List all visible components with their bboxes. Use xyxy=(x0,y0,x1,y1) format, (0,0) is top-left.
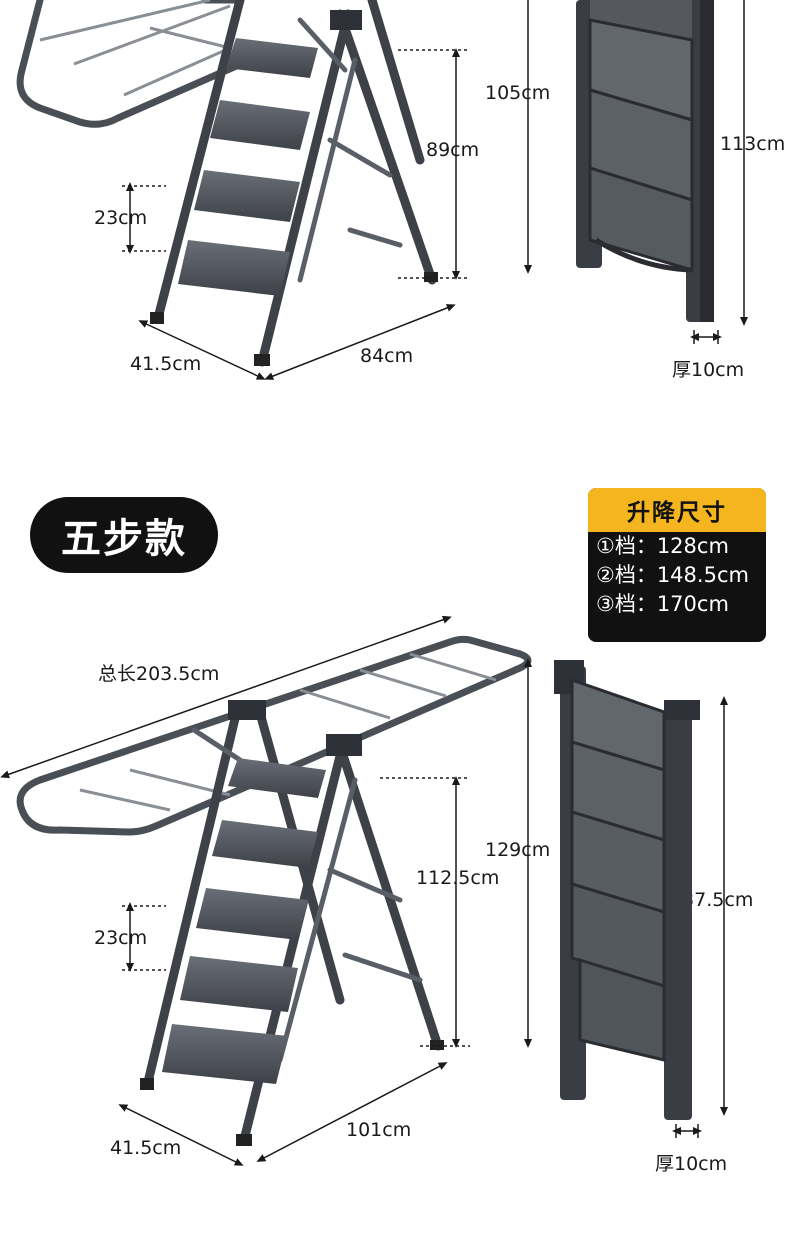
dim-label-depth-5: 41.5cm xyxy=(110,1137,181,1159)
height-adjust-spec-box: 升降尺寸 ①档：128cm ②档：148.5cm ③档：170cm xyxy=(588,488,766,642)
dim-label-height-5: 129cm xyxy=(485,839,550,861)
dim-label-step-height-5: 112.5cm xyxy=(416,867,499,889)
top-dimension-lines xyxy=(122,0,748,380)
spec-row-gear-2: ②档：148.5cm xyxy=(596,563,749,587)
bottom-dimension-lines xyxy=(0,615,728,1166)
ladder-unfolded-5-step xyxy=(16,635,532,1146)
dim-label-step-height: 89cm xyxy=(426,139,479,161)
dim-label-thickness: 厚10cm xyxy=(672,359,744,381)
spec-box-title: 升降尺寸 xyxy=(588,488,766,532)
top-dimension-labels: 105cm 89cm 23cm 41.5cm 84cm 113cm 厚10cm xyxy=(94,82,785,381)
five-step-badge: 五步款 xyxy=(30,497,218,573)
dim-label-depth: 41.5cm xyxy=(130,353,201,375)
spec-row-gear-1: ①档：128cm xyxy=(596,534,729,558)
dim-label-length-5: 101cm xyxy=(346,1119,411,1141)
ladder-folded-4-step xyxy=(576,0,714,322)
dim-label-total-length: 总长203.5cm xyxy=(98,663,219,685)
dim-label-folded-height: 113cm xyxy=(720,133,785,155)
dim-label-step-spacing-5: 23cm xyxy=(94,927,147,949)
ladder-unfolded-4-step xyxy=(16,0,438,367)
dim-label-height: 105cm xyxy=(485,82,550,104)
dim-label-length: 84cm xyxy=(360,345,413,367)
ladder-folded-5-step xyxy=(554,660,700,1120)
dim-label-step-spacing: 23cm xyxy=(94,207,147,229)
bottom-dimension-labels: 总长203.5cm 129cm 112.5cm 23cm 41.5cm 101c… xyxy=(94,663,753,1175)
dim-label-thickness-5: 厚10cm xyxy=(655,1153,727,1175)
spec-row-gear-3: ③档：170cm xyxy=(596,592,729,616)
ladder-treads xyxy=(178,38,318,296)
